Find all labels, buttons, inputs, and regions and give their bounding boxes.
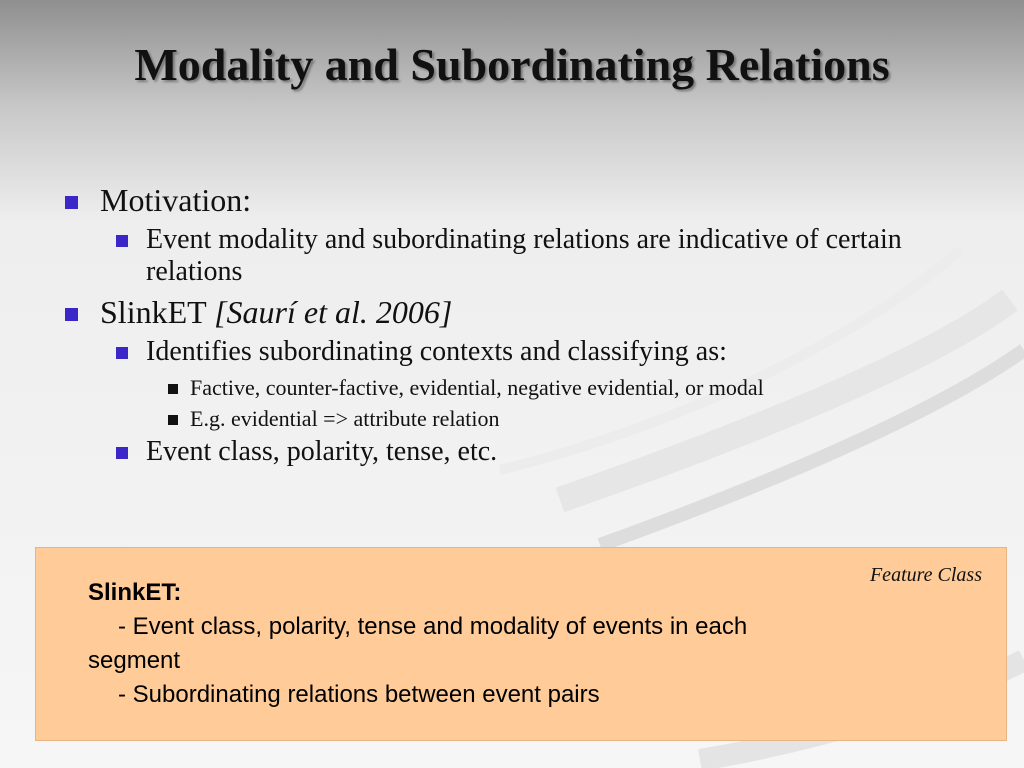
bullet-text: SlinkET [100,294,207,330]
feature-heading: SlinkET: [88,579,182,606]
bullet-text: Motivation: [100,182,252,218]
bullet-slinket: SlinkET [Saurí et al. 2006] [62,294,982,330]
square-bullet-icon [116,235,128,247]
bullet-text: Event modality and subordinating relatio… [146,224,902,287]
bullet-motivation-detail: Event modality and subordinating relatio… [62,224,982,288]
bullet-text: Identifies subordinating contexts and cl… [146,336,727,367]
bullet-text: E.g. evidential => attribute relation [190,406,500,431]
feature-line-1: - Event class, polarity, tense and modal… [118,613,748,640]
bullet-text: Event class, polarity, tense, etc. [146,436,498,467]
feature-class-box: Feature Class SlinkET: - Event class, po… [35,547,1007,741]
bullet-list: Motivation: Event modality and subordina… [62,182,982,474]
bullet-motivation: Motivation: [62,182,982,218]
slide-title: Modality and Subordinating Relations [134,39,890,90]
square-bullet-icon [65,308,78,321]
feature-class-text: SlinkET: - Event class, polarity, tense … [88,576,888,712]
bullet-factive: Factive, counter-factive, evidential, ne… [62,374,982,402]
bullet-example: E.g. evidential => attribute relation [62,405,982,433]
square-bullet-icon [116,347,128,359]
square-bullet-icon [168,415,178,425]
square-bullet-icon [65,196,78,209]
feature-class-label: Feature Class [869,564,982,586]
citation: [Saurí et al. 2006] [214,294,453,330]
square-bullet-icon [116,447,128,459]
square-bullet-icon [168,384,178,394]
feature-line-2: - Subordinating relations between event … [118,681,600,708]
bullet-event-class: Event class, polarity, tense, etc. [62,436,982,468]
bullet-text: Factive, counter-factive, evidential, ne… [190,375,764,400]
feature-line-1-continued: segment [88,647,181,674]
bullet-identifies: Identifies subordinating contexts and cl… [62,336,982,368]
